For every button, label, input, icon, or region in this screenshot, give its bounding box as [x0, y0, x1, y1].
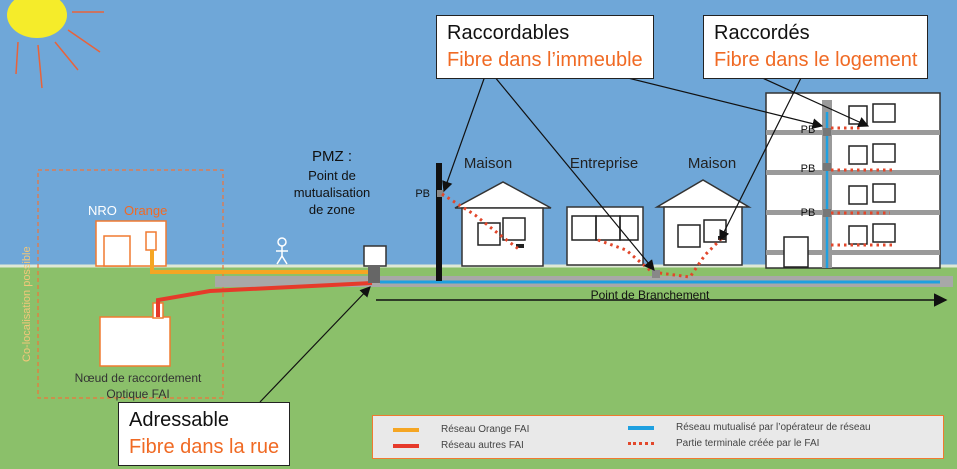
callout-arrows: [259, 75, 870, 403]
point-branchement-label: Point de Branchement: [591, 288, 710, 302]
legend-swatch-mutualise: [628, 425, 654, 430]
nro-label: NRO: [88, 203, 117, 218]
adressable-callout: Adressable Fibre dans la rue: [118, 402, 291, 466]
entreprise-label: Entreprise: [570, 155, 638, 172]
legend-swatch-autres: [393, 443, 419, 448]
nro-brand-label: Orange: [124, 203, 167, 218]
noeud-building: [99, 316, 171, 367]
raccordes-title: Raccordés: [714, 22, 810, 44]
adressable-title: Adressable: [129, 409, 230, 431]
pb-label-floor-3: PB: [801, 207, 816, 219]
pmz-desc-line2: mutualisation: [294, 185, 371, 200]
pmz-label: PMZ :: [312, 148, 352, 165]
legend-item-terminale: Partie terminale créée par le FAI: [628, 438, 819, 449]
maison-2-label: Maison: [688, 155, 736, 172]
pb-label-floor-2: PB: [801, 163, 816, 175]
legend-swatch-terminale: [628, 442, 654, 445]
legend-label-autres: Réseau autres FAI: [441, 440, 524, 451]
pb-label-floor-1: PB: [801, 124, 816, 136]
legend: Réseau Orange FAI Réseau autres FAI Rése…: [372, 415, 944, 459]
pedestrian-icon: [276, 237, 288, 265]
maison-1: [454, 181, 552, 267]
legend-label-mutualise: Réseau mutualisé par l’opérateur de rése…: [676, 422, 871, 433]
raccordables-title: Raccordables: [447, 22, 570, 44]
raccordables-callout: Raccordables Fibre dans l’immeuble: [436, 15, 654, 79]
terminal-dotted-lines: [441, 126, 895, 279]
legend-item-orange: Réseau Orange FAI: [393, 424, 529, 435]
maison-2: [654, 179, 752, 266]
entreprise: [566, 206, 644, 266]
legend-label-terminale: Partie terminale créée par le FAI: [676, 438, 820, 449]
sun-icon: [7, 0, 104, 89]
pmz-desc-line3: de zone: [309, 202, 355, 217]
raccordables-subtitle: Fibre dans l’immeuble: [447, 49, 643, 71]
legend-item-autres: Réseau autres FAI: [393, 440, 524, 451]
nro-building: [95, 220, 167, 267]
legend-swatch-orange: [393, 427, 419, 432]
pb-label-pole: PB: [415, 188, 430, 200]
adressable-subtitle: Fibre dans la rue: [129, 436, 280, 458]
pb-box-pole: [437, 190, 444, 197]
immeuble: [765, 92, 941, 269]
orange-fai-line: [150, 250, 372, 274]
noeud-label-line1: Nœud de raccordement: [75, 371, 202, 385]
pb-box-street: [652, 270, 660, 278]
legend-item-mutualise: Réseau mutualisé par l’opérateur de rése…: [628, 422, 871, 433]
pmz-desc-line1: Point de: [308, 168, 356, 183]
legend-label-orange: Réseau Orange FAI: [441, 424, 530, 435]
colocation-label: Co-localisation possible: [21, 246, 33, 362]
noeud-label-line2: Optique FAI: [106, 387, 169, 401]
pmz-cabinet: [363, 245, 387, 283]
maison-1-label: Maison: [464, 155, 512, 172]
raccordes-callout: Raccordés Fibre dans le logement: [703, 15, 929, 79]
colocation-zone: [37, 169, 224, 399]
autres-fai-line: [156, 281, 373, 317]
pb-pole: [436, 163, 442, 281]
raccordes-subtitle: Fibre dans le logement: [714, 49, 918, 71]
